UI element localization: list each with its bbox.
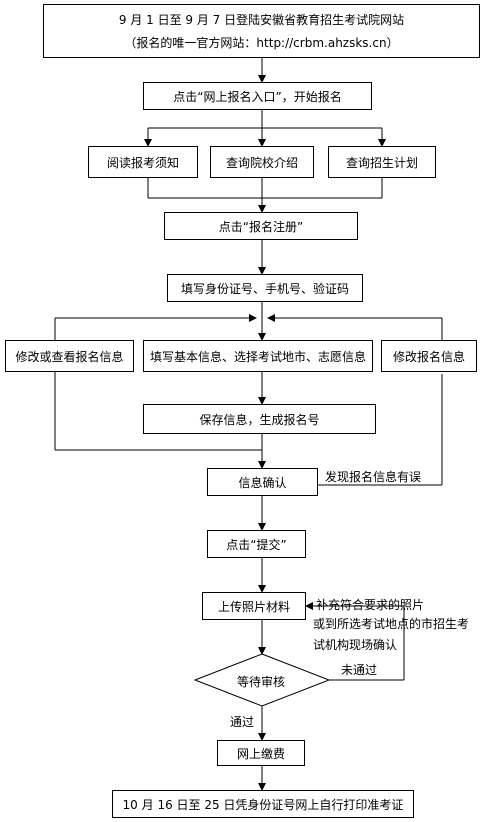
step-query-plan: 查询招生计划 [328,146,436,178]
step-modify-info: 修改报名信息 [381,340,477,372]
label-supplement-3: 试机构现场确认 [313,638,398,652]
step-modify-view: 修改或查看报名信息 [5,340,134,372]
intro-box: 9 月 1 日至 9 月 7 日登陆安徽省教育招生考试院网站 （报名的唯一官方网… [43,4,480,58]
step-pay-online: 网上缴费 [217,740,305,766]
label-supplement-2: 或到所选考试地点的市招生考 [313,617,470,631]
step-confirm-info: 信息确认 [207,468,318,496]
step-click-submit: 点击“提交” [207,530,306,558]
intro-line-1: 9 月 1 日至 9 月 7 日登陆安徽省教育招生考试院网站 [118,13,405,27]
step-query-schools: 查询院校介绍 [210,146,314,178]
wait-review-diamond [193,653,331,707]
label-passed: 通过 [230,715,255,729]
step-fill-id: 填写身份证号、手机号、验证码 [167,274,363,302]
step-read-notice: 阅读报考须知 [88,146,198,178]
label-error-found: 发现报名信息有误 [325,470,422,484]
step-upload-photo: 上传照片材料 [202,592,306,620]
step-print-ticket: 10 月 16 日至 25 日凭身份证号网上自行打印准考证 [112,790,414,818]
step-save-info: 保存信息，生成报名号 [143,404,376,434]
step-online-entry: 点击“网上报名入口”，开始报名 [143,82,372,110]
label-not-passed: 未通过 [341,663,378,677]
step-wait-review: 等待审核 [237,675,286,689]
intro-line-2: （报名的唯一官方网站：http://crbm.ahzsks.cn） [124,36,399,50]
step-click-register: 点击“报名注册” [164,212,358,240]
label-supplement-1: 补充符合要求的照片 [316,598,425,612]
step-fill-basic: 填写基本信息、选择考试地市、志愿信息 [143,340,373,372]
